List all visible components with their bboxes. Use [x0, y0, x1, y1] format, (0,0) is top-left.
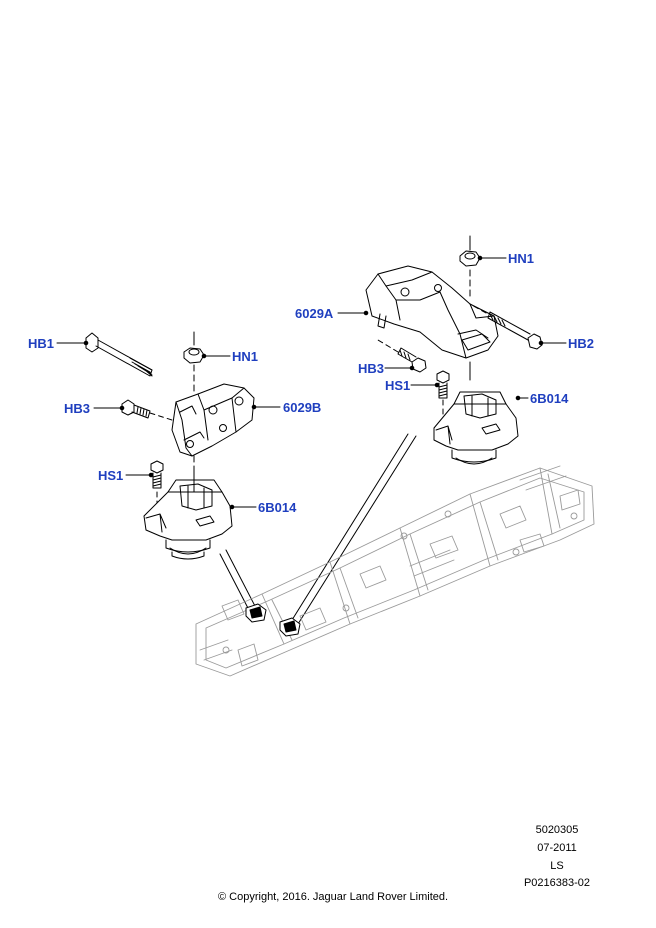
right-hb3-bolt: [377, 339, 427, 373]
left-hn1-nut: [183, 331, 205, 396]
date-code: 07-2011: [537, 842, 577, 854]
callout-right-6b014: 6B014: [530, 391, 569, 406]
copyright-notice: © Copyright, 2016. Jaguar Land Rover Lim…: [218, 891, 449, 903]
right-hb2-bolt: [469, 303, 543, 350]
callout-left-hb3: HB3: [64, 401, 91, 416]
leader-left-to-frame-a: [225, 549, 257, 609]
right-bracket-6029a: [365, 265, 499, 359]
frame-mount-left: [245, 603, 267, 623]
left-hb1-bolt: [85, 332, 153, 377]
left-mount-6b014: [143, 469, 233, 560]
right-hn1-nut: [459, 235, 481, 301]
leader-left-to-frame-b: [219, 553, 251, 613]
left-hb3-bolt: [121, 399, 173, 421]
left-bracket-6029b: [171, 383, 255, 457]
part-reference: P0216383-02: [523, 877, 591, 889]
left-hs1-stud: [150, 460, 164, 513]
leader-right-to-frame-a: [291, 433, 409, 621]
right-mount-6b014: [433, 361, 519, 465]
callout-right-hb2: HB2: [568, 336, 595, 351]
callout-left-6029b: 6029B: [283, 400, 322, 415]
callout-right-hb3: HB3: [358, 361, 385, 376]
callout-right-hn1: HN1: [508, 251, 535, 266]
callout-left-hn1: HN1: [232, 349, 259, 364]
callout-right-6029a: 6029A: [295, 306, 334, 321]
frame-mount-right: [279, 617, 301, 637]
callout-left-hs1: HS1: [98, 468, 124, 483]
chassis-frame: [195, 465, 595, 677]
callout-left-6b014: 6B014: [258, 500, 297, 515]
callout-left-hb1: HB1: [28, 336, 55, 351]
reference-number: 5020305: [535, 824, 579, 836]
leader-right-to-frame-b: [297, 435, 417, 625]
callout-right-hs1: HS1: [385, 378, 411, 393]
region-code: LS: [550, 860, 564, 872]
